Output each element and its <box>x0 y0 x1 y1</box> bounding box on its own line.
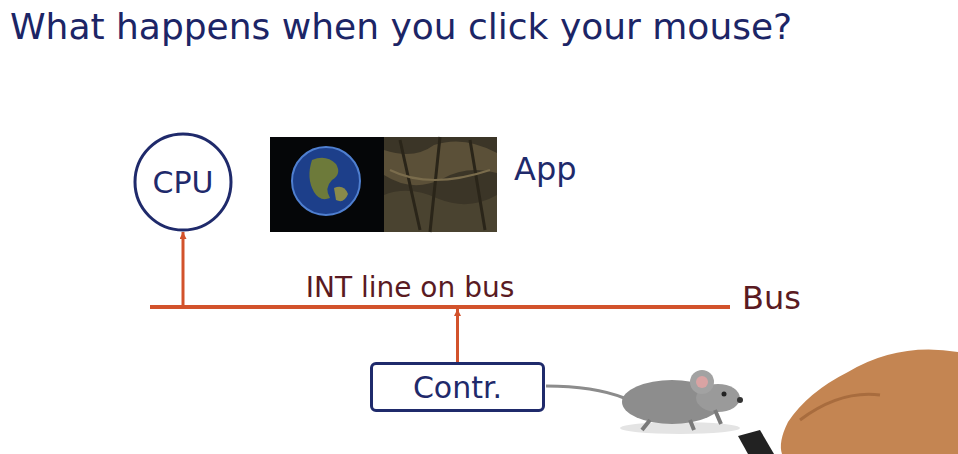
node-label: Contr. <box>413 370 502 405</box>
app-label: App <box>514 150 577 188</box>
bus-line: INT line on busBus <box>150 305 730 309</box>
cpu-circle: CPU <box>133 132 233 232</box>
hand-drawing <box>738 350 958 454</box>
controller-box: Contr. <box>370 362 545 412</box>
bus-label: Bus <box>742 279 801 317</box>
bus-signal-label: INT line on bus <box>306 271 515 304</box>
app-screenshot <box>270 137 497 232</box>
signal-arrow <box>182 232 185 305</box>
signal-arrow <box>456 309 459 362</box>
title: What happens when you click your mouse? <box>10 6 792 47</box>
mouse-drawing <box>546 370 743 434</box>
node-label: CPU <box>153 165 214 200</box>
